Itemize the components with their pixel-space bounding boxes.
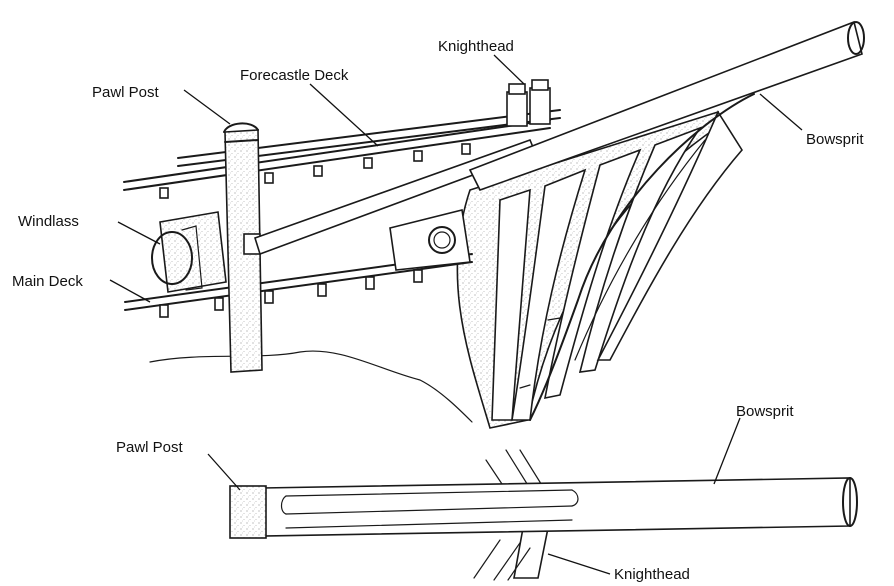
leader-pawlpost-top xyxy=(183,89,231,125)
pawl-post-lower xyxy=(229,485,267,539)
knighthead-upper xyxy=(506,79,551,127)
carling-brace xyxy=(254,138,537,271)
leader-maindeck xyxy=(109,279,151,303)
pawl-post-upper xyxy=(223,122,263,373)
label-pawl-post-bottom: Pawl Post xyxy=(116,439,184,456)
bowsprit-upper xyxy=(468,20,865,191)
leader-bowsprit-bottom xyxy=(713,417,741,485)
leader-forecastle xyxy=(309,83,379,147)
label-bowsprit-bottom: Bowsprit xyxy=(736,403,794,420)
leader-windlass xyxy=(117,221,161,245)
bowsprit-lower xyxy=(261,477,858,537)
upper-side-view xyxy=(109,20,865,429)
lower-plan-view xyxy=(207,417,858,581)
leader-pawlpost-bottom xyxy=(207,453,241,491)
label-knighthead-bottom: Knighthead xyxy=(614,566,690,583)
windlass xyxy=(151,211,227,293)
leader-knighthead-top xyxy=(493,54,525,85)
label-windlass: Windlass xyxy=(18,213,79,230)
label-pawl-post-top: Pawl Post xyxy=(92,84,160,101)
label-knighthead-top: Knighthead xyxy=(438,38,514,55)
leader-knighthead-bottom xyxy=(547,553,611,575)
label-forecastle-deck: Forecastle Deck xyxy=(240,67,349,84)
label-main-deck: Main Deck xyxy=(12,273,83,290)
hull-outline xyxy=(149,350,473,423)
bow-stem-frames xyxy=(456,93,755,429)
leader-bowsprit-top xyxy=(759,93,803,131)
label-bowsprit-top: Bowsprit xyxy=(806,131,864,148)
